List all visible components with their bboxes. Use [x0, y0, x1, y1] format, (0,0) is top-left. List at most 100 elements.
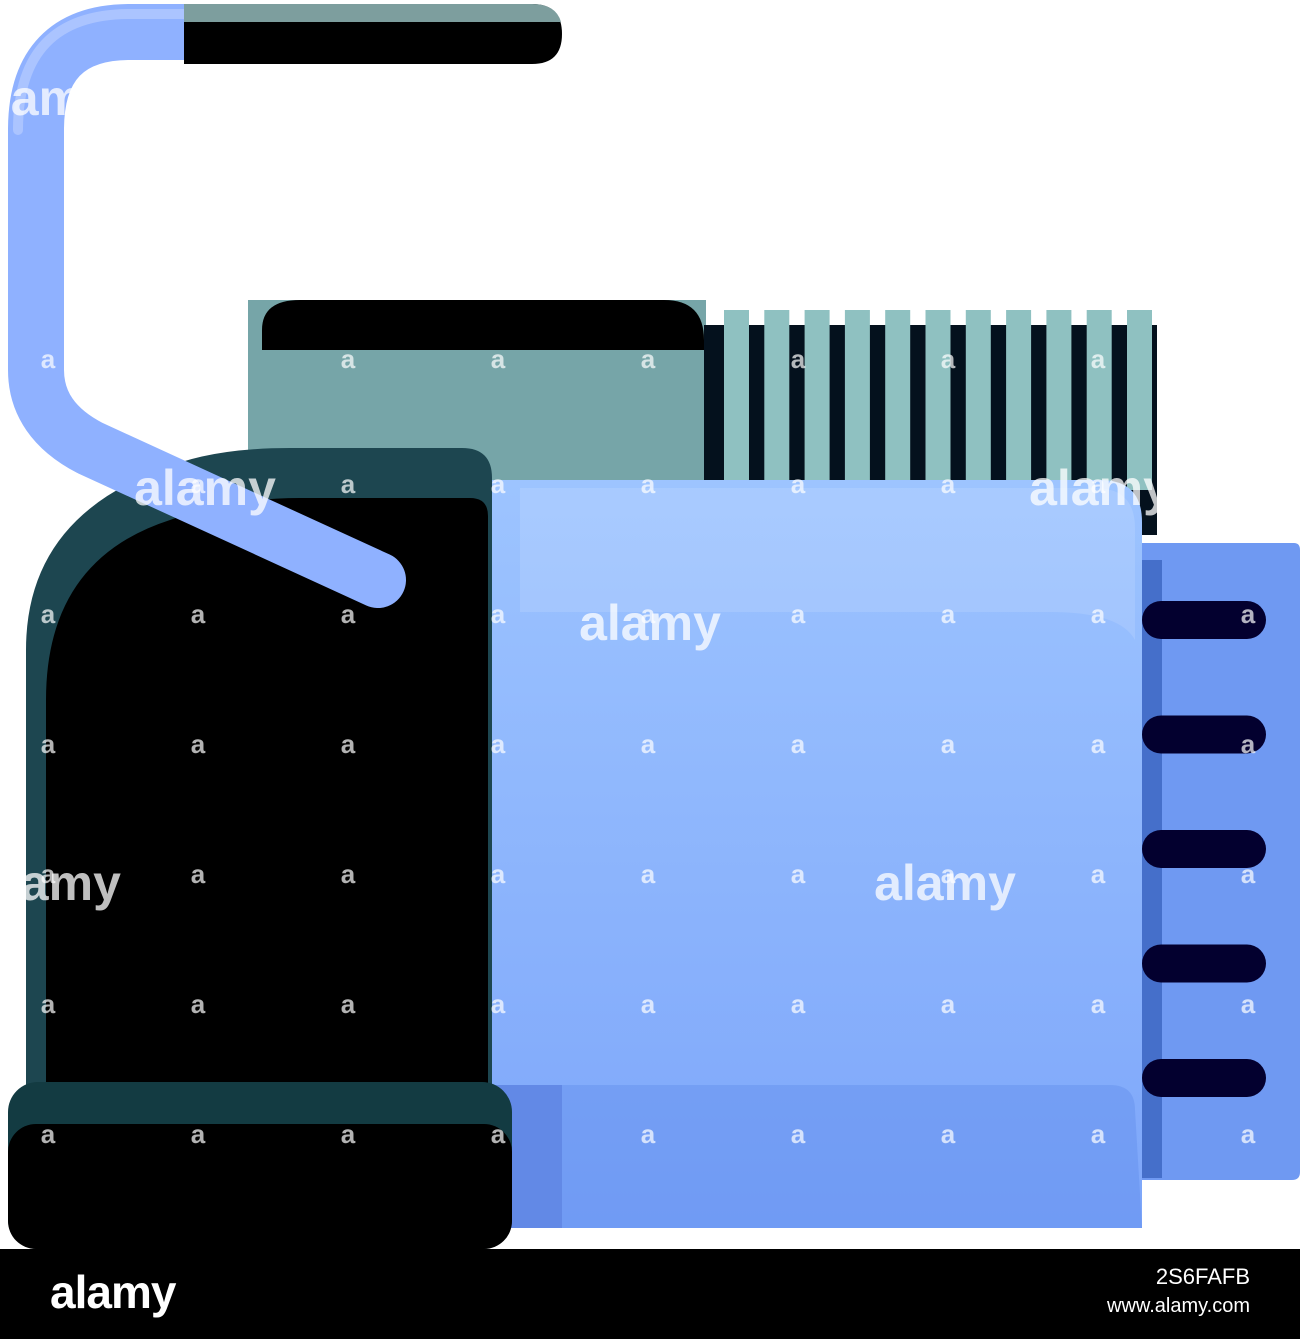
cooling-fin	[1006, 310, 1032, 490]
watermark-letter: a	[791, 859, 806, 889]
tank-body	[46, 498, 488, 1090]
side-panel-shadow	[1140, 560, 1162, 1178]
vent-slot	[1142, 715, 1266, 754]
watermark-letter: a	[1091, 1119, 1106, 1149]
air-hose-highlight	[13, 9, 190, 135]
cooling-fins	[724, 310, 1152, 490]
cooling-fin	[1046, 310, 1072, 490]
watermark-letter: a	[641, 469, 656, 499]
watermark-letter: a	[491, 729, 506, 759]
watermark-letter: a	[941, 989, 956, 1019]
footer-logo: alamy	[50, 1266, 176, 1318]
watermark-letter: a	[1241, 729, 1256, 759]
hose-nozzle-top	[184, 4, 561, 22]
watermark-letter: a	[41, 469, 56, 499]
vent-slot	[1142, 1059, 1266, 1097]
watermark-letter: a	[41, 729, 56, 759]
watermark-letter: a	[191, 1119, 206, 1149]
watermark-letter: a	[641, 729, 656, 759]
watermark-letter: a	[1091, 859, 1106, 889]
watermark-letter: a	[191, 989, 206, 1019]
tank-base-foot	[8, 1124, 512, 1249]
watermark-word: alamy	[1029, 460, 1171, 516]
watermark-letter: a	[941, 344, 956, 374]
air-compressor-illustration: alamyalamyalamyalamyalamyalamyaaaaaaaaaa…	[0, 4, 1300, 1249]
cooling-fin	[804, 310, 830, 490]
back-panel-top-cap	[262, 300, 704, 350]
cooling-fin	[724, 310, 749, 490]
watermark-letter: a	[491, 344, 506, 374]
watermark-letter: a	[41, 989, 56, 1019]
watermark-letter: a	[1091, 469, 1106, 499]
watermark-letter: a	[341, 469, 356, 499]
air-hose	[8, 4, 406, 608]
watermark-letter: a	[1241, 599, 1256, 629]
watermark-letter: a	[341, 989, 356, 1019]
watermark-letter: a	[1241, 989, 1256, 1019]
watermark-letter: a	[191, 469, 206, 499]
watermark-word: alamy	[579, 595, 721, 651]
watermark-letter: a	[1241, 1119, 1256, 1149]
watermark-letter: a	[191, 599, 206, 629]
watermark-letter: a	[641, 599, 656, 629]
watermark-letter: a	[791, 599, 806, 629]
watermark-letter: a	[791, 729, 806, 759]
watermark-letter: a	[641, 989, 656, 1019]
watermark-letter: a	[491, 469, 506, 499]
watermark-layer: alamyalamyalamyalamyalamyalamyaaaaaaaaaa…	[0, 70, 1256, 1149]
cooling-fin	[925, 310, 951, 490]
watermark-letter: a	[191, 859, 206, 889]
watermark-letter: a	[791, 344, 806, 374]
watermark-letter: a	[941, 469, 956, 499]
front-panel	[470, 480, 1142, 1228]
cooling-fin	[1127, 310, 1152, 490]
watermark-letter: a	[941, 599, 956, 629]
watermark-letter: a	[341, 859, 356, 889]
watermark-letter: a	[41, 1119, 56, 1149]
cooling-fin	[764, 310, 790, 490]
cooling-fin	[844, 310, 870, 490]
cooling-fin	[885, 310, 911, 490]
watermark-letter: a	[791, 1119, 806, 1149]
watermark-letter: a	[1241, 859, 1256, 889]
watermark-letter: a	[1091, 729, 1106, 759]
watermark-letter: a	[191, 729, 206, 759]
watermark-letter: a	[341, 599, 356, 629]
vent-slot	[1142, 944, 1266, 983]
watermark-letter: a	[641, 859, 656, 889]
front-panel-shine	[520, 488, 1135, 640]
watermark-letter: a	[1241, 469, 1256, 499]
watermark-letter: a	[791, 469, 806, 499]
watermark-letter: a	[941, 859, 956, 889]
watermark-word: alamy	[874, 855, 1016, 911]
watermark-word: alamy	[134, 460, 276, 516]
watermark-letter: a	[341, 344, 356, 374]
watermark-letter: a	[941, 729, 956, 759]
watermark-letter: a	[341, 1119, 356, 1149]
watermark-letter: a	[41, 859, 56, 889]
watermark-letter: a	[491, 599, 506, 629]
vent-slot	[1142, 601, 1266, 639]
watermark-letter: a	[791, 989, 806, 1019]
cooling-fin	[1086, 310, 1112, 490]
watermark-word: alamy	[0, 855, 121, 911]
footer-site-url: www.alamy.com	[1107, 1295, 1250, 1317]
watermark-letter: a	[41, 344, 56, 374]
watermark-word: alamy	[0, 70, 111, 126]
cooling-fin	[965, 310, 991, 490]
watermark-letter: a	[641, 1119, 656, 1149]
front-panel-bottom-shade	[562, 1085, 1142, 1228]
watermark-letter: a	[941, 1119, 956, 1149]
watermark-letter: a	[491, 989, 506, 1019]
watermark-letter: a	[1091, 989, 1106, 1019]
watermark-letter: a	[1241, 344, 1256, 374]
watermark-letter: a	[1091, 599, 1106, 629]
vent-slots	[1142, 601, 1266, 1097]
watermark-letter: a	[341, 729, 356, 759]
watermark-letter: a	[491, 859, 506, 889]
watermark-letter: a	[191, 344, 206, 374]
watermark-letter: a	[641, 344, 656, 374]
footer-bar: alamy 2S6FAFB www.alamy.com	[0, 1249, 1300, 1339]
footer-image-id: 2S6FAFB	[1155, 1264, 1250, 1289]
